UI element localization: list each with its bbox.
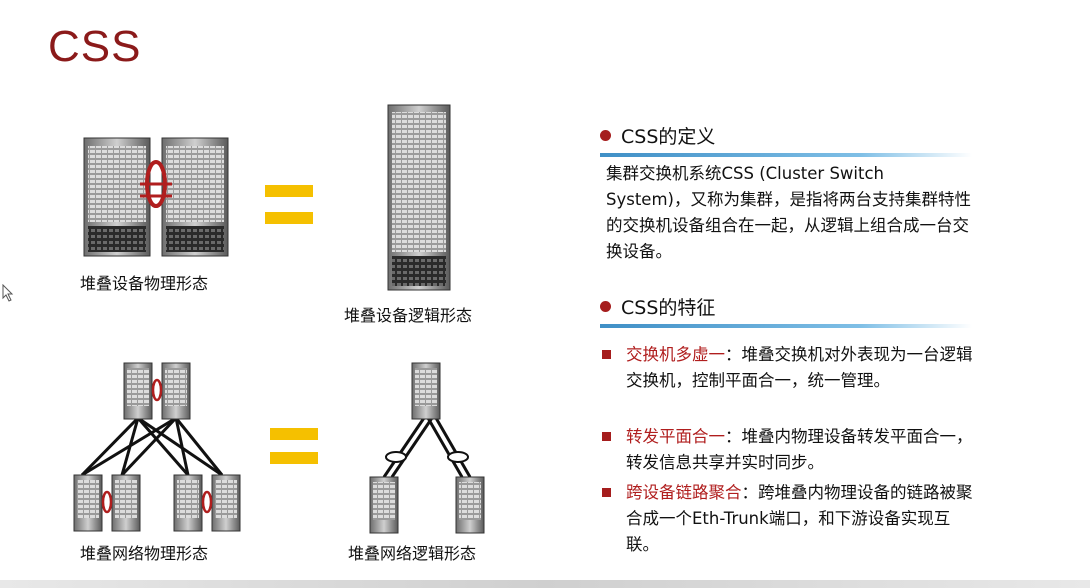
feature-item: 跨设备链路聚合：跨堆叠内物理设备的链路被聚合成一个Eth-Trunk端口，和下游… [602, 480, 974, 558]
feature-body: ：堆叠交换机对外表现为一台逻辑交换机，控制平面合一，统一管理。 [626, 345, 973, 390]
feature-title: 跨设备链路聚合 [626, 483, 742, 502]
feature-title: 转发平面合一 [626, 427, 725, 446]
definition-divider [600, 153, 972, 157]
slide-title: CSS [48, 22, 142, 71]
feature-body: ：跨堆叠内物理设备的链路被聚合成一个Eth-Trunk端口，和下游设备实现互联。 [626, 483, 973, 554]
caption-stack-device-logical: 堆叠设备逻辑形态 [344, 306, 473, 325]
square-bullet-icon [602, 432, 611, 441]
features-heading-text: CSS的特征 [621, 297, 716, 319]
square-bullet-icon [602, 350, 611, 359]
features-heading: CSS的特征 [600, 293, 715, 320]
feature-title: 交换机多虚一 [626, 345, 725, 364]
equals-icon-top [265, 185, 313, 224]
definition-heading-text: CSS的定义 [621, 126, 716, 148]
caption-stack-network-logical: 堆叠网络逻辑形态 [348, 544, 477, 563]
bullet-dot-icon [600, 301, 611, 312]
stack-link-icon [140, 160, 172, 208]
features-divider [600, 324, 972, 328]
network-physical-topology [73, 362, 241, 532]
switch-chassis-left [83, 137, 151, 257]
mouse-cursor-icon [2, 284, 14, 302]
equals-icon-bottom [270, 428, 318, 464]
feature-item: 交换机多虚一：堆叠交换机对外表现为一台逻辑交换机，控制平面合一，统一管理。 [602, 342, 974, 394]
logical-switch-chassis [387, 104, 451, 291]
diagram-area [73, 104, 485, 534]
feature-body: ：堆叠内物理设备转发平面合一，转发信息共享并实时同步。 [626, 427, 973, 472]
caption-stack-device-physical: 堆叠设备物理形态 [80, 274, 209, 293]
square-bullet-icon [602, 488, 611, 497]
caption-stack-network-physical: 堆叠网络物理形态 [80, 544, 209, 563]
switch-chassis-right [161, 137, 229, 257]
bullet-dot-icon [600, 130, 611, 141]
bottom-band [0, 580, 1090, 588]
feature-item: 转发平面合一：堆叠内物理设备转发平面合一，转发信息共享并实时同步。 [602, 424, 974, 476]
definition-text: 集群交换机系统CSS (Cluster Switch System)，又称为集群… [606, 164, 971, 261]
network-logical-topology [369, 362, 485, 534]
definition-heading: CSS的定义 [600, 122, 715, 149]
